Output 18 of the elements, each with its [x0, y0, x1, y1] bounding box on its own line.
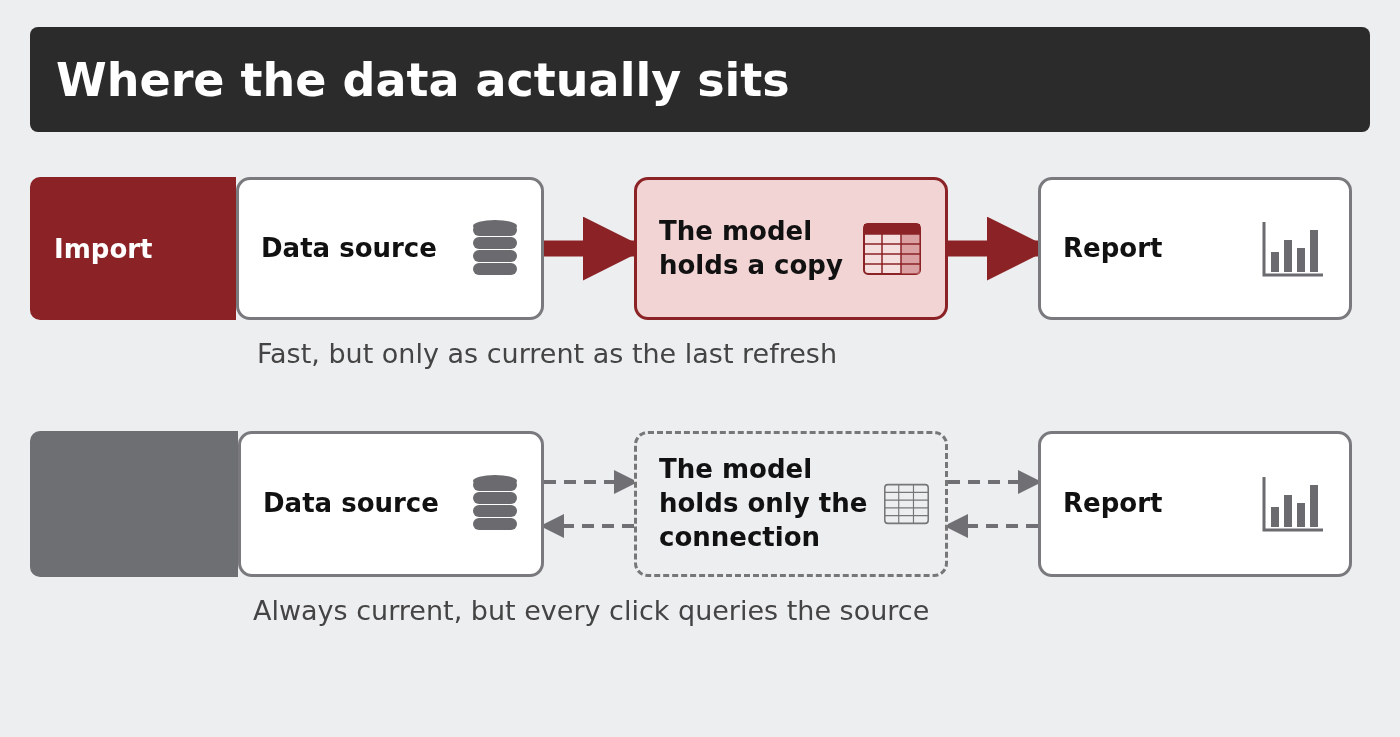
process-box	[634, 431, 948, 577]
box-label: The model holds a copy	[659, 214, 844, 282]
box-label: The model holds only the connection	[659, 453, 869, 554]
note: Always current, but every click queries the source	[253, 595, 930, 626]
box-label: Data source	[263, 487, 439, 521]
box-label: Report	[1063, 231, 1163, 265]
mode-band	[30, 177, 236, 320]
process-box	[1038, 431, 1352, 577]
mode-band	[30, 431, 238, 577]
box-label: Report	[1063, 487, 1163, 521]
process-box	[238, 431, 544, 577]
process-box	[236, 177, 544, 320]
title: Where the data actually sits	[56, 52, 790, 107]
process-box	[1038, 177, 1352, 320]
process-box	[634, 177, 948, 320]
box-label: Data source	[261, 231, 437, 265]
mode-label: Import	[54, 233, 153, 264]
note: Fast, but only as current as the last refresh	[257, 338, 837, 369]
